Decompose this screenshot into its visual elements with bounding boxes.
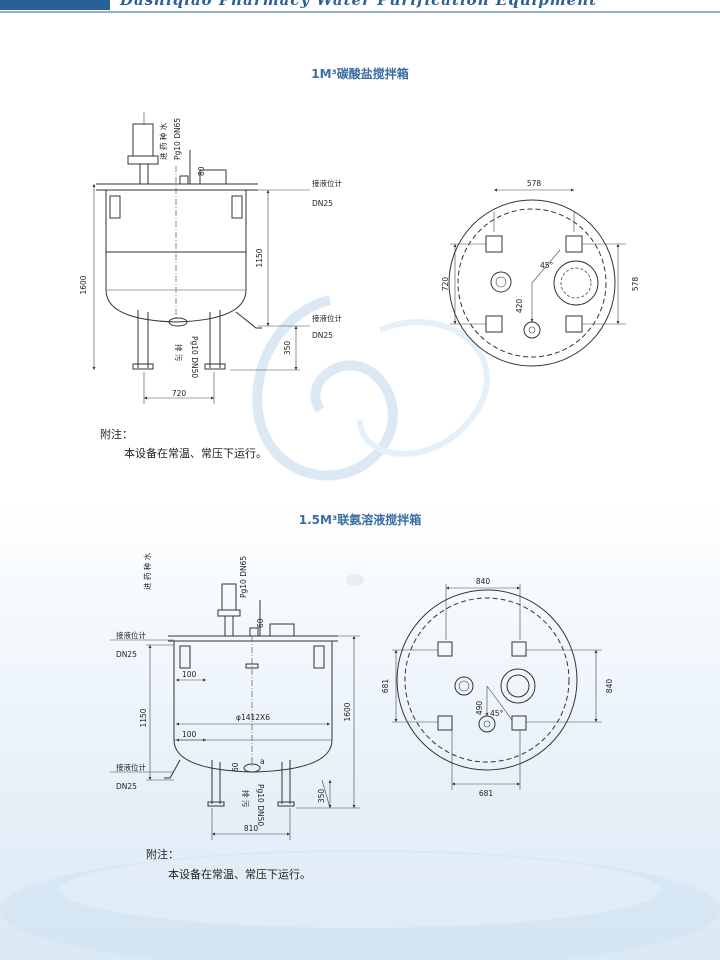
page-header: Dashiqiao Pharmacy Water Purification Eq… — [0, 0, 720, 16]
tank1-plan-angle: 45° — [540, 261, 554, 270]
tank1-level-bottom-dn: DN25 — [312, 331, 333, 340]
tank2-dim-100b: 100 — [182, 730, 197, 739]
background-swirl — [0, 295, 720, 960]
tank2-drain-spec: Pg10 DN50 — [256, 784, 265, 826]
tank1-plan-view — [448, 188, 626, 367]
tank1-plan-side: 578 — [631, 277, 640, 292]
tank1-plan-center: 420 — [515, 299, 524, 314]
tank2-dim-diameter: φ1412X6 — [236, 713, 270, 722]
tank2-plan-left: 681 — [381, 679, 390, 694]
tank2-plan-outer — [396, 589, 578, 771]
tank1-dim-body: 1150 — [255, 248, 264, 267]
tank1-dim-height: 1600 — [79, 275, 88, 294]
tank1-inlet-spec: Pg10 DN65 — [173, 118, 182, 160]
header-bar — [0, 0, 110, 10]
tank1-note-title: 附注： — [100, 427, 133, 441]
tank2-title: 1.5M³联氨溶液搅拌箱 — [299, 512, 421, 527]
tank1-drain-spec: Pg10 DN50 — [190, 336, 199, 378]
tank2-drain-label: 排 污 — [241, 790, 251, 808]
tank2-level-top: 接液位计 — [116, 630, 146, 640]
tank2-level-bottom: 接液位计 — [116, 762, 146, 772]
tank1-plan-left: 720 — [441, 277, 450, 292]
tank2-plan-center: 490 — [475, 701, 484, 716]
tank2-level-top-dn: DN25 — [116, 650, 137, 659]
tank2-plan-side: 840 — [605, 679, 614, 694]
tank2-dim-height: 1600 — [343, 702, 352, 721]
tank1-plan-width: 578 — [527, 179, 542, 188]
tank2-plan-angle: 45° — [490, 709, 504, 718]
tank1-motor — [132, 123, 154, 157]
tank1-level-bottom: 接液位计 — [312, 313, 342, 323]
tank1-dim-legs: 350 — [283, 341, 292, 356]
tank2-mark-a: a — [260, 757, 265, 766]
tank2-dim-base: 810 — [244, 824, 259, 833]
tank1-dim-base: 720 — [172, 389, 187, 398]
tank2-plan-view — [392, 584, 602, 790]
tank2-plan-width: 840 — [476, 577, 491, 586]
tank2-plan-bottom: 681 — [479, 789, 494, 798]
tank2-dim-body: 1150 — [139, 708, 148, 727]
tank1-inlet-label: 进 药 种 水 — [158, 122, 168, 160]
tank1-level-top: 接液位计 — [312, 178, 342, 188]
tank2-level-bottom-dn: DN25 — [116, 782, 137, 791]
tank2-inlet-spec: Pg10 DN65 — [239, 556, 248, 598]
header-text: Dashiqiao Pharmacy Water Purification Eq… — [120, 0, 598, 9]
tank1-drain-label: 排 污 — [174, 344, 184, 362]
tank1-title: 1M³碳酸盐搅拌箱 — [311, 66, 409, 81]
tank1-plan-inner — [457, 208, 607, 358]
tank2-dim-legs: 350 — [317, 789, 326, 804]
tank2-elevation-view — [110, 583, 360, 840]
tank2-plan-inner — [404, 597, 570, 763]
tank2-motor — [221, 583, 237, 611]
tank2-note-title: 附注： — [146, 847, 179, 861]
tank2-dim-100a: 100 — [182, 670, 197, 679]
tank1-level-top-dn: DN25 — [312, 199, 333, 208]
tank2-dim-60b: 60 — [231, 762, 240, 772]
tank2-dim-60a: 60 — [256, 618, 265, 628]
tank2-note-text: 本设备在常温、常压下运行。 — [168, 867, 311, 881]
tank1-elevation-view — [92, 112, 310, 404]
tank1-dim-small: 80 — [197, 166, 206, 176]
tank1-note-text: 本设备在常温、常压下运行。 — [124, 446, 267, 460]
tank1-plan-outer — [448, 199, 616, 367]
tank2-inlet-label: 进 药 种 水 — [142, 552, 152, 590]
